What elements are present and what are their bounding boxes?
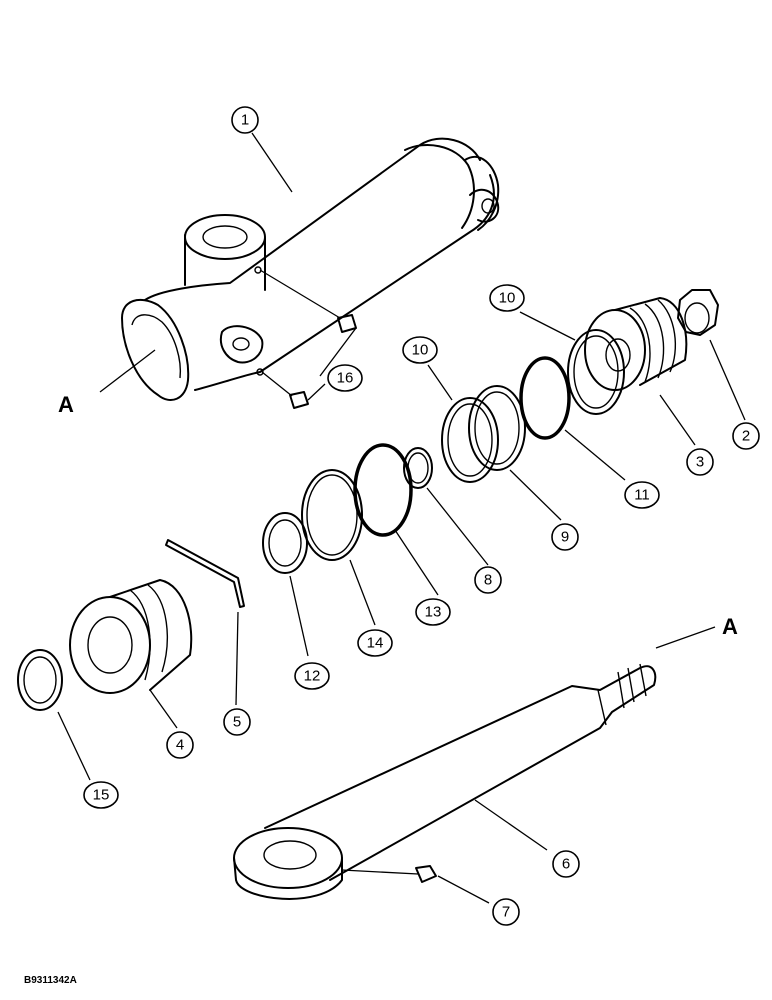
callout-4-label: 4 xyxy=(176,737,184,754)
callout-11-label: 11 xyxy=(634,487,650,504)
callout-15-circle xyxy=(83,781,119,809)
callout-3-label: 3 xyxy=(696,454,704,471)
piston xyxy=(584,297,688,391)
callout-5-circle xyxy=(223,708,251,736)
callout-5-label: 5 xyxy=(233,714,241,731)
callout-16: 16 xyxy=(327,364,363,392)
leader-lines xyxy=(57,132,746,904)
callout-10-lower: 10 xyxy=(402,336,438,364)
callout-6-circle xyxy=(552,850,580,878)
callout-10-lower-label: 10 xyxy=(412,342,429,359)
piston-rod xyxy=(233,663,657,900)
callout-12-circle xyxy=(294,662,330,690)
callout-13-circle xyxy=(415,598,451,626)
hex-key xyxy=(165,539,245,608)
callout-7-circle xyxy=(492,898,520,926)
callout-10-lower-circle xyxy=(402,336,438,364)
callout-4: 4 xyxy=(166,731,194,759)
callout-3-circle xyxy=(686,448,714,476)
callout-8-circle xyxy=(474,566,502,594)
gland xyxy=(69,579,193,694)
callout-1-circle xyxy=(231,106,259,134)
callout-9-circle xyxy=(551,523,579,551)
callout-5: 5 xyxy=(223,708,251,736)
callout-4-circle xyxy=(166,731,194,759)
callout-16-label: 16 xyxy=(337,370,354,387)
callout-3: 3 xyxy=(686,448,714,476)
callout-9: 9 xyxy=(551,523,579,551)
callout-13-label: 13 xyxy=(425,604,442,621)
callout-14: 14 xyxy=(357,629,393,657)
callout-8-label: 8 xyxy=(484,572,492,589)
callout-11: 11 xyxy=(624,481,660,509)
callout-15: 15 xyxy=(83,781,119,809)
figure-code: B9311342A xyxy=(24,975,77,986)
section-marker-a-top: A xyxy=(58,392,74,417)
wiper-seal xyxy=(17,649,63,711)
callout-7-label: 7 xyxy=(502,904,510,921)
callout-12-label: 12 xyxy=(304,668,321,685)
callout-14-circle xyxy=(357,629,393,657)
callout-6-label: 6 xyxy=(562,856,570,873)
callout-13: 13 xyxy=(415,598,451,626)
seal-rings xyxy=(262,329,625,574)
callout-10-upper-label: 10 xyxy=(499,290,516,307)
callout-12: 12 xyxy=(294,662,330,690)
callout-11-circle xyxy=(624,481,660,509)
callout-10-upper-circle xyxy=(489,284,525,312)
callout-2-label: 2 xyxy=(742,428,750,445)
nut xyxy=(677,289,719,336)
callout-2: 2 xyxy=(732,422,760,450)
cylinder-barrel xyxy=(121,137,500,401)
callout-15-label: 15 xyxy=(93,787,110,804)
callout-16-circle xyxy=(327,364,363,392)
callout-7: 7 xyxy=(492,898,520,926)
grease-fitting xyxy=(415,865,437,883)
callout-9-label: 9 xyxy=(561,529,569,546)
callout-8: 8 xyxy=(474,566,502,594)
callout-14-label: 14 xyxy=(367,635,384,652)
callout-10-upper: 10 xyxy=(489,284,525,312)
callout-2-circle xyxy=(732,422,760,450)
callout-6: 6 xyxy=(552,850,580,878)
section-marker-a-bottom: A xyxy=(722,614,738,639)
callout-1: 1 xyxy=(231,106,259,134)
callout-1-label: 1 xyxy=(241,112,249,129)
